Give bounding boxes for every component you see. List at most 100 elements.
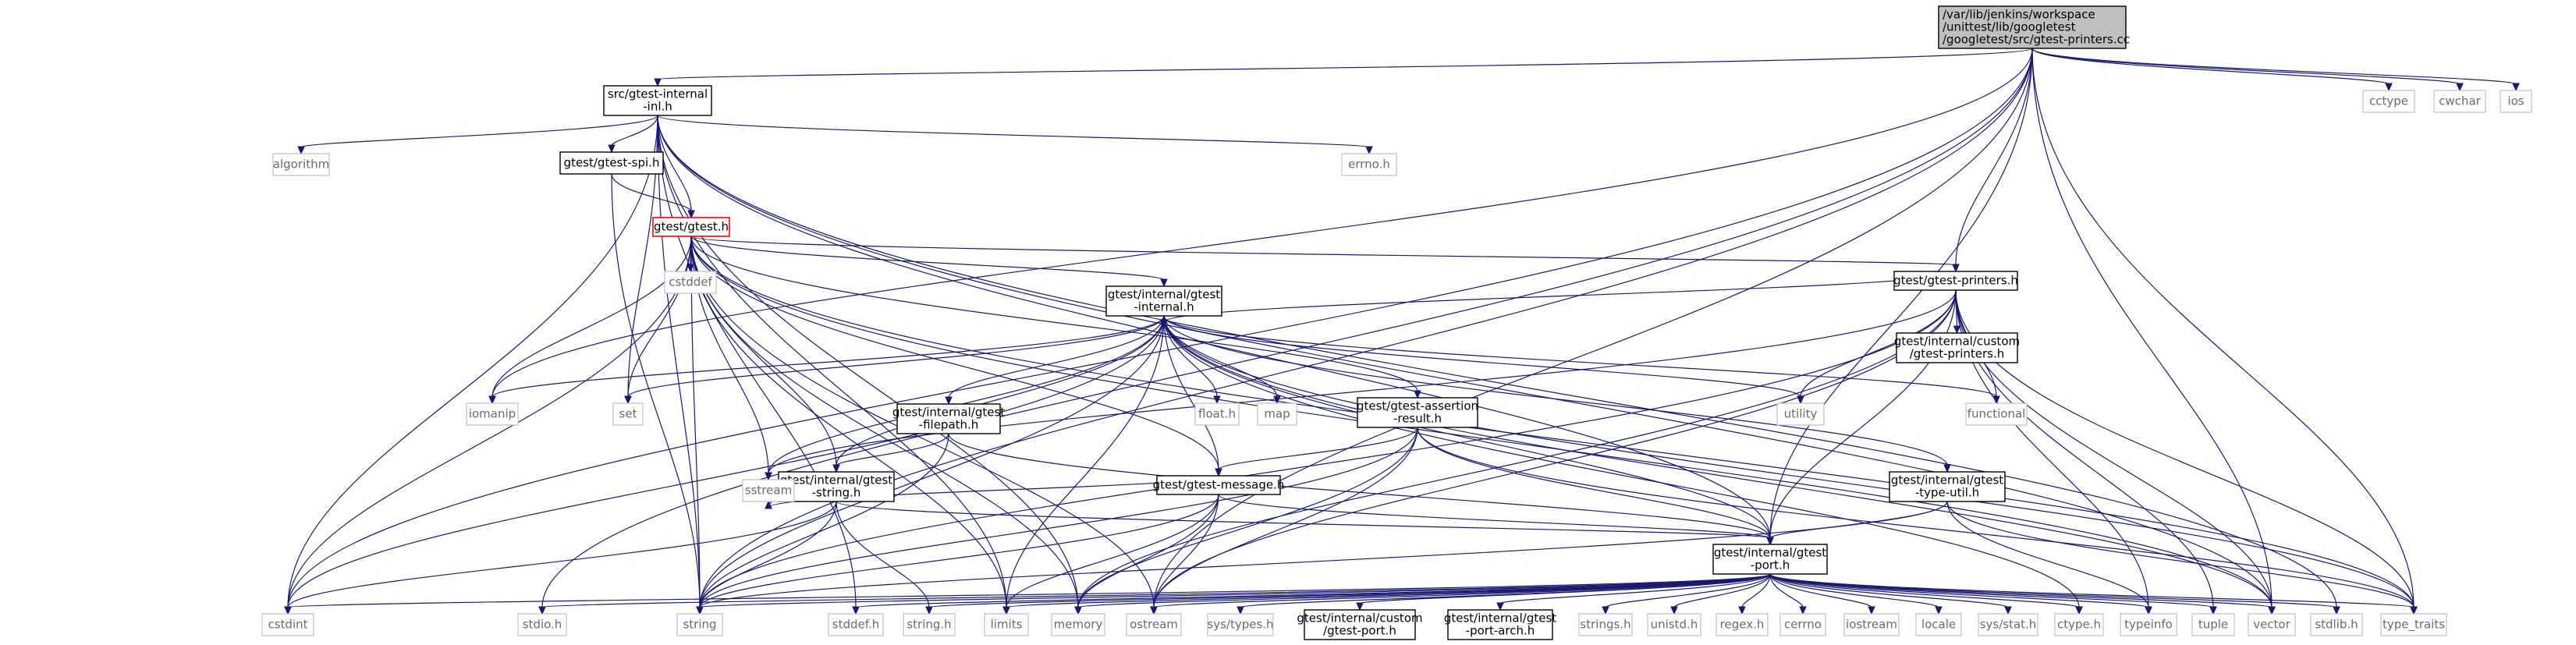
- node-label-line: regex.h: [1720, 618, 1765, 632]
- edge-assertion-to-message: [1215, 427, 1418, 477]
- node-root[interactable]: /var/lib/jenkins/workspace/unittest/lib/…: [1938, 5, 2130, 49]
- node-iomanip[interactable]: iomanip: [466, 402, 519, 426]
- node-label-line: typeinfo: [2124, 618, 2173, 632]
- node-algorithm[interactable]: algorithm: [272, 153, 330, 176]
- node-label-line: string.h: [907, 618, 951, 632]
- node-gtest[interactable]: gtest/gtest.h: [652, 217, 730, 237]
- node-label-line: cstdint: [268, 618, 307, 632]
- node-ostream[interactable]: ostream: [1126, 613, 1182, 636]
- node-type-traits[interactable]: type_traits: [2380, 613, 2447, 636]
- edge-gtest-to-ginternal: [690, 236, 1168, 288]
- node-label-line: gtest/internal/gtest: [1108, 288, 1220, 302]
- node-label-line: float.h: [1198, 407, 1236, 421]
- node-custom-printers[interactable]: gtest/internal/custom/gtest-printers.h: [1894, 332, 2020, 363]
- node-label-line: gtest/gtest-printers.h: [1893, 274, 2018, 288]
- node-stdio-h[interactable]: stdio.h: [517, 613, 567, 636]
- node-ctype-h[interactable]: ctype.h: [2054, 613, 2104, 636]
- edge-spi-to-gtest: [611, 173, 695, 219]
- edge-root-to-string: [696, 48, 2033, 615]
- node-custom-port[interactable]: gtest/internal/custom/gtest-port.h: [1297, 609, 1423, 640]
- node-message[interactable]: gtest/gtest-message.h: [1153, 475, 1285, 495]
- edge-port-to-stdlib_h: [1769, 573, 2340, 615]
- node-sys-types[interactable]: sys/types.h: [1207, 613, 1274, 636]
- node-label-line: /unittest/lib/googletest: [1943, 20, 2076, 34]
- edge-inl-to-spi: [608, 115, 658, 154]
- edge-port-to-cstdint: [284, 573, 1771, 615]
- node-port-arch[interactable]: gtest/internal/gtest-port-arch.h: [1444, 609, 1556, 640]
- node-ios[interactable]: ios: [2500, 90, 2532, 113]
- node-set[interactable]: set: [612, 402, 644, 426]
- node-string-h[interactable]: string.h: [903, 613, 956, 636]
- node-string[interactable]: string: [676, 613, 723, 636]
- node-typeutil[interactable]: gtest/internal/gtest-type-util.h: [1889, 471, 2006, 502]
- node-functional[interactable]: functional: [1965, 402, 2028, 426]
- edge-root-to-inl: [654, 48, 2033, 87]
- node-label-line: tuple: [2198, 618, 2228, 632]
- node-port[interactable]: gtest/internal/gtest-port.h: [1712, 544, 1828, 575]
- edge-ginternal-to-set: [624, 315, 1165, 405]
- node-label-line: gtest/internal/custom: [1894, 335, 2020, 349]
- node-label-line: -internal.h: [1134, 300, 1194, 314]
- edge-port-to-stdio_h: [538, 573, 1771, 615]
- node-inl[interactable]: src/gtest-internal-inl.h: [603, 85, 712, 116]
- node-memory[interactable]: memory: [1051, 613, 1105, 636]
- node-label-line: iostream: [1846, 618, 1897, 632]
- edge-inl-to-stddef_h: [657, 115, 860, 615]
- node-sstream[interactable]: sstream: [742, 479, 795, 502]
- node-assertion[interactable]: gtest/gtest-assertion-result.h: [1357, 397, 1478, 428]
- node-label-line: iomanip: [469, 407, 516, 421]
- node-label-line: stdlib.h: [2315, 618, 2358, 632]
- edge-root-to-printers: [1952, 48, 2033, 273]
- node-spi[interactable]: gtest/gtest-spi.h: [559, 151, 664, 175]
- node-utility[interactable]: utility: [1776, 402, 1825, 426]
- node-typeinfo[interactable]: typeinfo: [2120, 613, 2177, 636]
- node-vector[interactable]: vector: [2248, 613, 2296, 636]
- node-printers[interactable]: gtest/gtest-printers.h: [1893, 271, 2018, 291]
- node-label-line: cerrno: [1784, 618, 1822, 632]
- node-cctype[interactable]: cctype: [2362, 90, 2415, 113]
- node-stddef-h[interactable]: stddef.h: [828, 613, 884, 636]
- node-label-line: locale: [1921, 618, 1956, 632]
- node-ginternal[interactable]: gtest/internal/gtest-internal.h: [1105, 285, 1222, 317]
- node-gstring[interactable]: gtest/internal/gtest-string.h: [778, 471, 895, 502]
- node-label-line: gtest/internal/gtest: [1714, 546, 1826, 560]
- node-iostream[interactable]: iostream: [1843, 613, 1900, 636]
- node-unistd-h[interactable]: unistd.h: [1647, 613, 1701, 636]
- node-sys-stat[interactable]: sys/stat.h: [1978, 613, 2038, 636]
- node-errno-h[interactable]: errno.h: [1341, 153, 1397, 176]
- node-float-h[interactable]: float.h: [1194, 402, 1240, 426]
- node-label-line: -inl.h: [643, 100, 672, 114]
- edge-ginternal-to-port: [1163, 315, 1774, 546]
- node-regex-h[interactable]: regex.h: [1716, 613, 1769, 636]
- edge-port-to-ctype_h: [1769, 573, 2083, 615]
- edge-ginternal-to-typeutil: [1163, 315, 1951, 473]
- edge-root-to-ostream: [1150, 48, 2033, 615]
- node-label-line: gtest/gtest-assertion: [1357, 399, 1478, 413]
- edge-root-to-cctype: [2031, 48, 2393, 92]
- node-cwchar[interactable]: cwchar: [2433, 90, 2486, 113]
- node-label-line: gtest/internal/gtest: [1891, 473, 2003, 487]
- node-label-line: errno.h: [1348, 158, 1390, 172]
- node-label-line: functional: [1967, 407, 2026, 421]
- node-label-line: gtest/internal/gtest: [892, 406, 1005, 420]
- node-label-line: limits: [991, 618, 1023, 632]
- edge-port-to-cerrno: [1769, 573, 1807, 615]
- node-cerrno[interactable]: cerrno: [1779, 613, 1826, 636]
- node-stdlib-h[interactable]: stdlib.h: [2310, 613, 2363, 636]
- node-label-line: stddef.h: [832, 618, 879, 632]
- node-locale[interactable]: locale: [1915, 613, 1962, 636]
- node-tuple[interactable]: tuple: [2191, 613, 2235, 636]
- node-strings-h[interactable]: strings.h: [1578, 613, 1633, 636]
- node-label-line: sys/stat.h: [1980, 618, 2037, 632]
- node-label-line: -result.h: [1393, 412, 1442, 426]
- node-label-line: algorithm: [273, 158, 329, 172]
- node-cstdint[interactable]: cstdint: [261, 613, 314, 636]
- node-map[interactable]: map: [1257, 402, 1297, 426]
- edge-port-to-stddef_h: [852, 573, 1771, 615]
- node-limits[interactable]: limits: [984, 613, 1029, 636]
- edge-gstring-to-cstdint: [284, 501, 837, 615]
- node-cstddef[interactable]: cstddef: [664, 271, 717, 294]
- node-label-line: map: [1264, 407, 1290, 421]
- edge-ginternal-to-utility: [1163, 315, 1804, 405]
- node-filepath[interactable]: gtest/internal/gtest-filepath.h: [892, 403, 1005, 434]
